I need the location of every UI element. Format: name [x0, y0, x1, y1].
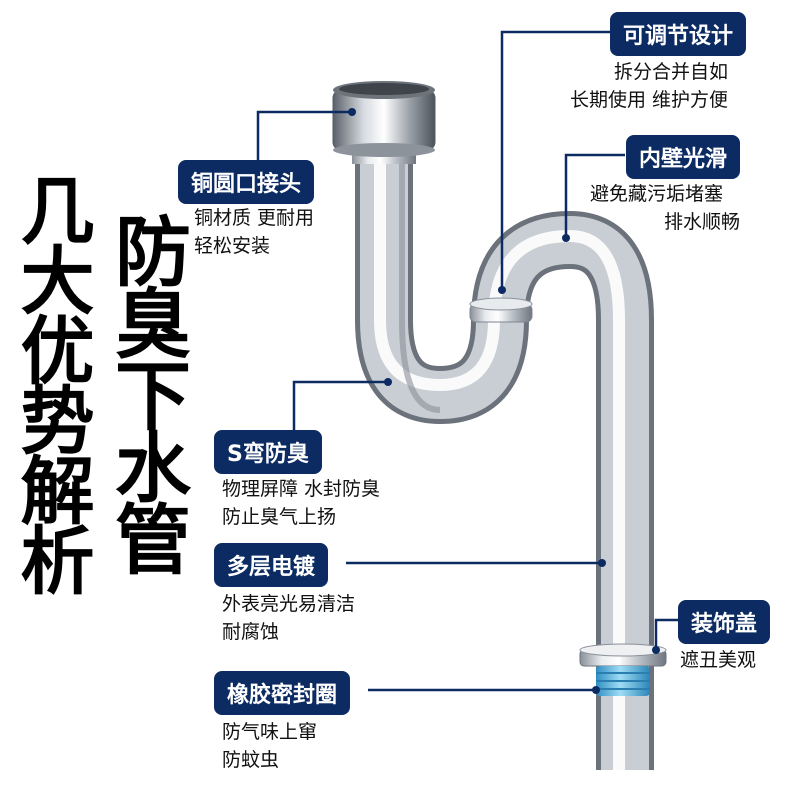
desc-rubber-seal: 防气味上窜 防蚊虫 — [222, 718, 317, 774]
desc-line: 排水顺畅 — [664, 211, 741, 233]
joint-collar — [469, 297, 533, 323]
callout-s-bend-odor-proof: S弯防臭 — [214, 430, 322, 474]
callout-adjustable-design: 可调节设计 — [610, 12, 747, 56]
desc-line: 物理屏障 水封防臭 — [222, 478, 381, 500]
desc-line: 外表亮光易清洁 — [222, 593, 356, 615]
desc-s-bend-odor-proof: 物理屏障 水封防臭 防止臭气上扬 — [222, 475, 380, 531]
desc-adjustable-design: 拆分合并自如 长期使用 维护方便 — [570, 58, 729, 114]
callout-copper-connector: 铜圆口接头 — [178, 160, 315, 204]
desc-line: 拆分合并自如 — [614, 61, 729, 83]
desc-line: 避免藏污垢堵塞 — [590, 183, 724, 205]
callout-rubber-seal: 橡胶密封圈 — [214, 671, 351, 715]
callout-decorative-cover: 装饰盖 — [678, 600, 771, 644]
desc-line: 防气味上窜 — [222, 721, 318, 743]
callout-multilayer-plating: 多层电镀 — [214, 543, 329, 587]
desc-line: 长期使用 维护方便 — [569, 89, 729, 111]
decorative-cover — [579, 643, 667, 667]
callout-smooth-inner-wall: 内壁光滑 — [626, 135, 741, 179]
desc-line: 耐腐蚀 — [222, 621, 280, 643]
desc-line: 防止臭气上扬 — [222, 506, 337, 528]
desc-multilayer-plating: 外表亮光易清洁 耐腐蚀 — [222, 590, 355, 646]
main-title-right: 防臭下水管 — [102, 212, 191, 572]
desc-copper-connector: 铜材质 更耐用 轻松安装 — [194, 204, 314, 260]
leader-lines — [256, 30, 678, 694]
main-title-left: 几大优势解析 — [8, 172, 94, 592]
desc-line: 铜材质 更耐用 — [194, 207, 315, 229]
rubber-seal-ring — [596, 666, 650, 696]
desc-line: 轻松安装 — [194, 235, 271, 257]
connector-cap — [332, 81, 436, 164]
desc-line: 遮丑美观 — [680, 649, 757, 671]
desc-line: 防蚊虫 — [222, 749, 280, 771]
desc-smooth-inner-wall: 避免藏污垢堵塞 排水顺畅 — [590, 180, 740, 236]
desc-decorative-cover: 遮丑美观 — [680, 646, 756, 674]
